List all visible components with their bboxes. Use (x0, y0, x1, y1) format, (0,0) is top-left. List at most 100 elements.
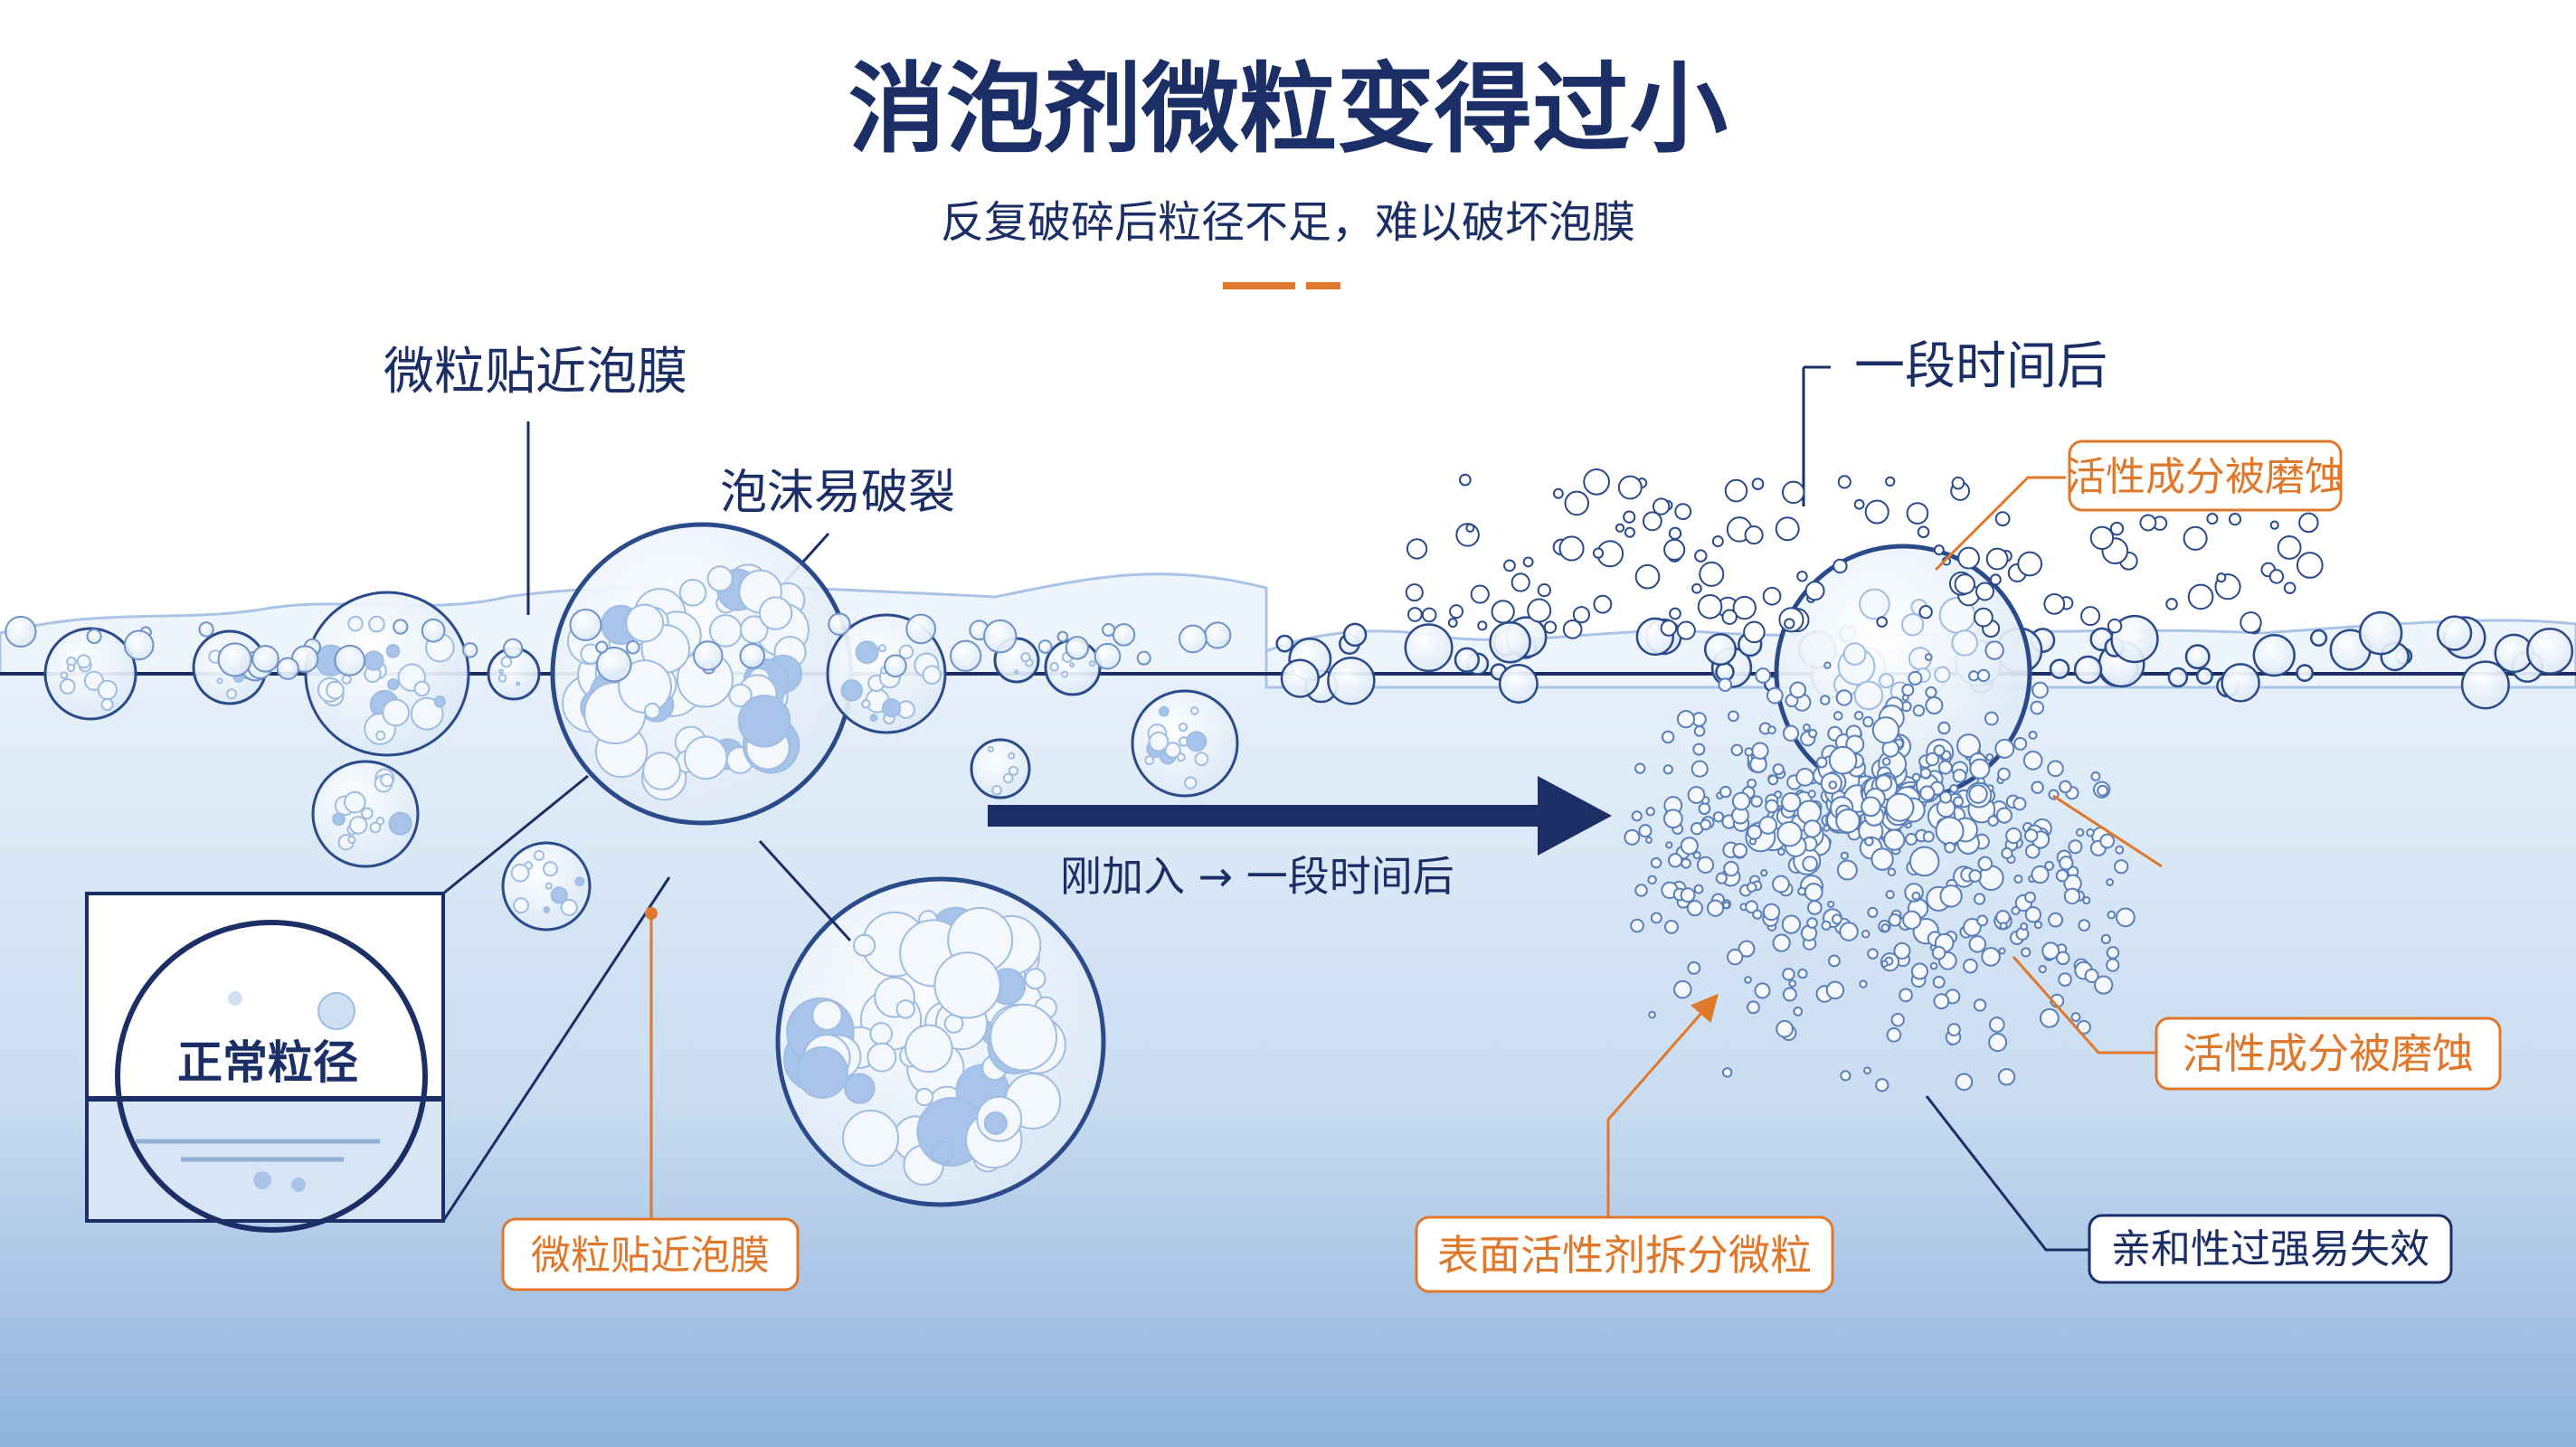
inner-droplet (811, 999, 843, 1031)
spray-droplet (1522, 556, 1534, 568)
surface-bubble (2309, 629, 2328, 648)
spray-droplet (1989, 573, 2002, 586)
surface-bubble (2252, 634, 2296, 677)
spray-droplet (2277, 535, 2302, 560)
small-particle (1880, 922, 1890, 932)
small-particle (1802, 856, 1818, 872)
small-particle (2011, 905, 2021, 915)
small-particle (1803, 819, 1822, 838)
inner-droplet (100, 697, 114, 712)
small-particle (1772, 875, 1790, 894)
spray-droplet (1697, 593, 1723, 619)
small-particle (1782, 987, 1797, 1002)
spray-droplet (1781, 480, 1805, 505)
surface-bubble (198, 621, 214, 638)
small-particle (1840, 851, 1849, 860)
inner-droplet (898, 644, 914, 660)
small-particle (1968, 935, 1987, 953)
spray-droplet (1804, 581, 1825, 601)
small-particle (1821, 920, 1832, 931)
small-particle (1871, 716, 1900, 744)
spray-droplet (1449, 604, 1464, 619)
small-particle (1820, 695, 1831, 705)
surface-bubble (1404, 623, 1454, 673)
surface-bubble (1102, 622, 1116, 637)
small-particle (1949, 783, 1959, 794)
small-particle (1700, 818, 1712, 831)
inner-droplet (1951, 629, 1978, 657)
surface-bubble (596, 647, 632, 683)
spray-droplet (2183, 525, 2208, 551)
small-particle (1747, 1000, 1760, 1015)
small-particle (1738, 940, 1756, 958)
spray-droplet (2187, 583, 2214, 610)
small-particle (1690, 760, 1709, 778)
inner-droplet (869, 1022, 894, 1045)
spray-droplet (1592, 547, 1605, 559)
small-particle (1875, 774, 1893, 792)
small-particle (1680, 887, 1696, 903)
surface-bubble (569, 609, 602, 641)
inner-droplet (1184, 776, 1198, 790)
small-particle (2115, 845, 2125, 855)
inner-droplet (1020, 652, 1031, 663)
callout-r2-text: 活性成分被磨蚀 (2183, 1029, 2474, 1078)
surface-bubble (1037, 639, 1053, 654)
surface-bubble (1112, 623, 1136, 647)
small-particle (2021, 947, 2031, 958)
spray-droplet (1994, 511, 2011, 527)
inner-droplet (1853, 680, 1884, 711)
surface-bubble (462, 642, 478, 658)
inner-droplet (922, 665, 942, 685)
small-particle (1712, 811, 1725, 823)
surface-bubble (1056, 630, 1069, 643)
small-particle (1853, 710, 1864, 721)
small-particle (2094, 975, 2114, 995)
small-particle (1718, 677, 1733, 693)
small-particle (1781, 791, 1802, 813)
small-particle (1788, 979, 1797, 988)
surface-bubble (421, 618, 446, 643)
spray-droplet (1837, 475, 1852, 489)
small-particle (1692, 851, 1701, 860)
small-particle (1963, 917, 1982, 937)
small-particle (1835, 808, 1861, 834)
small-particle (1886, 1027, 1902, 1043)
small-particle (2107, 910, 2117, 920)
small-particle (1807, 900, 1823, 915)
small-particle (1867, 906, 1879, 918)
small-particle (1998, 947, 2006, 955)
small-particle (1634, 762, 1646, 774)
small-particle (2005, 827, 2022, 845)
spray-droplet (1562, 619, 1583, 639)
small-particle (1939, 790, 1953, 804)
callout-box-r2 (2155, 1017, 2502, 1091)
small-particle (1910, 962, 1928, 980)
spray-droplet (1864, 499, 1889, 525)
surface-bubble (2110, 614, 2159, 664)
inner-droplet (1148, 731, 1170, 752)
spray-droplet (2216, 572, 2227, 583)
inner-droplet (574, 876, 585, 887)
spray-droplet (1477, 620, 1488, 631)
callout-leader-r3 (2052, 794, 2163, 868)
spray-droplet (2080, 606, 2101, 627)
surface-bubble (983, 619, 1018, 654)
small-particle (1665, 841, 1673, 849)
spray-droplet (1751, 478, 1765, 490)
small-particle (1797, 886, 1807, 896)
spray-droplet (2165, 598, 2178, 610)
small-particle (2041, 941, 2060, 960)
small-particle (1981, 947, 2001, 967)
small-particle (1887, 867, 1897, 876)
spray-droplet (1583, 468, 1610, 496)
inner-droplet (1008, 765, 1019, 776)
small-particle (1668, 853, 1683, 868)
small-particle (1648, 1010, 1656, 1019)
spray-droplet (1491, 600, 1515, 624)
small-particle (1956, 733, 1981, 758)
spray-droplet (1593, 594, 1613, 614)
inner-droplet (1194, 752, 1209, 767)
small-particle (1922, 830, 1935, 843)
inner-droplet (498, 668, 504, 675)
